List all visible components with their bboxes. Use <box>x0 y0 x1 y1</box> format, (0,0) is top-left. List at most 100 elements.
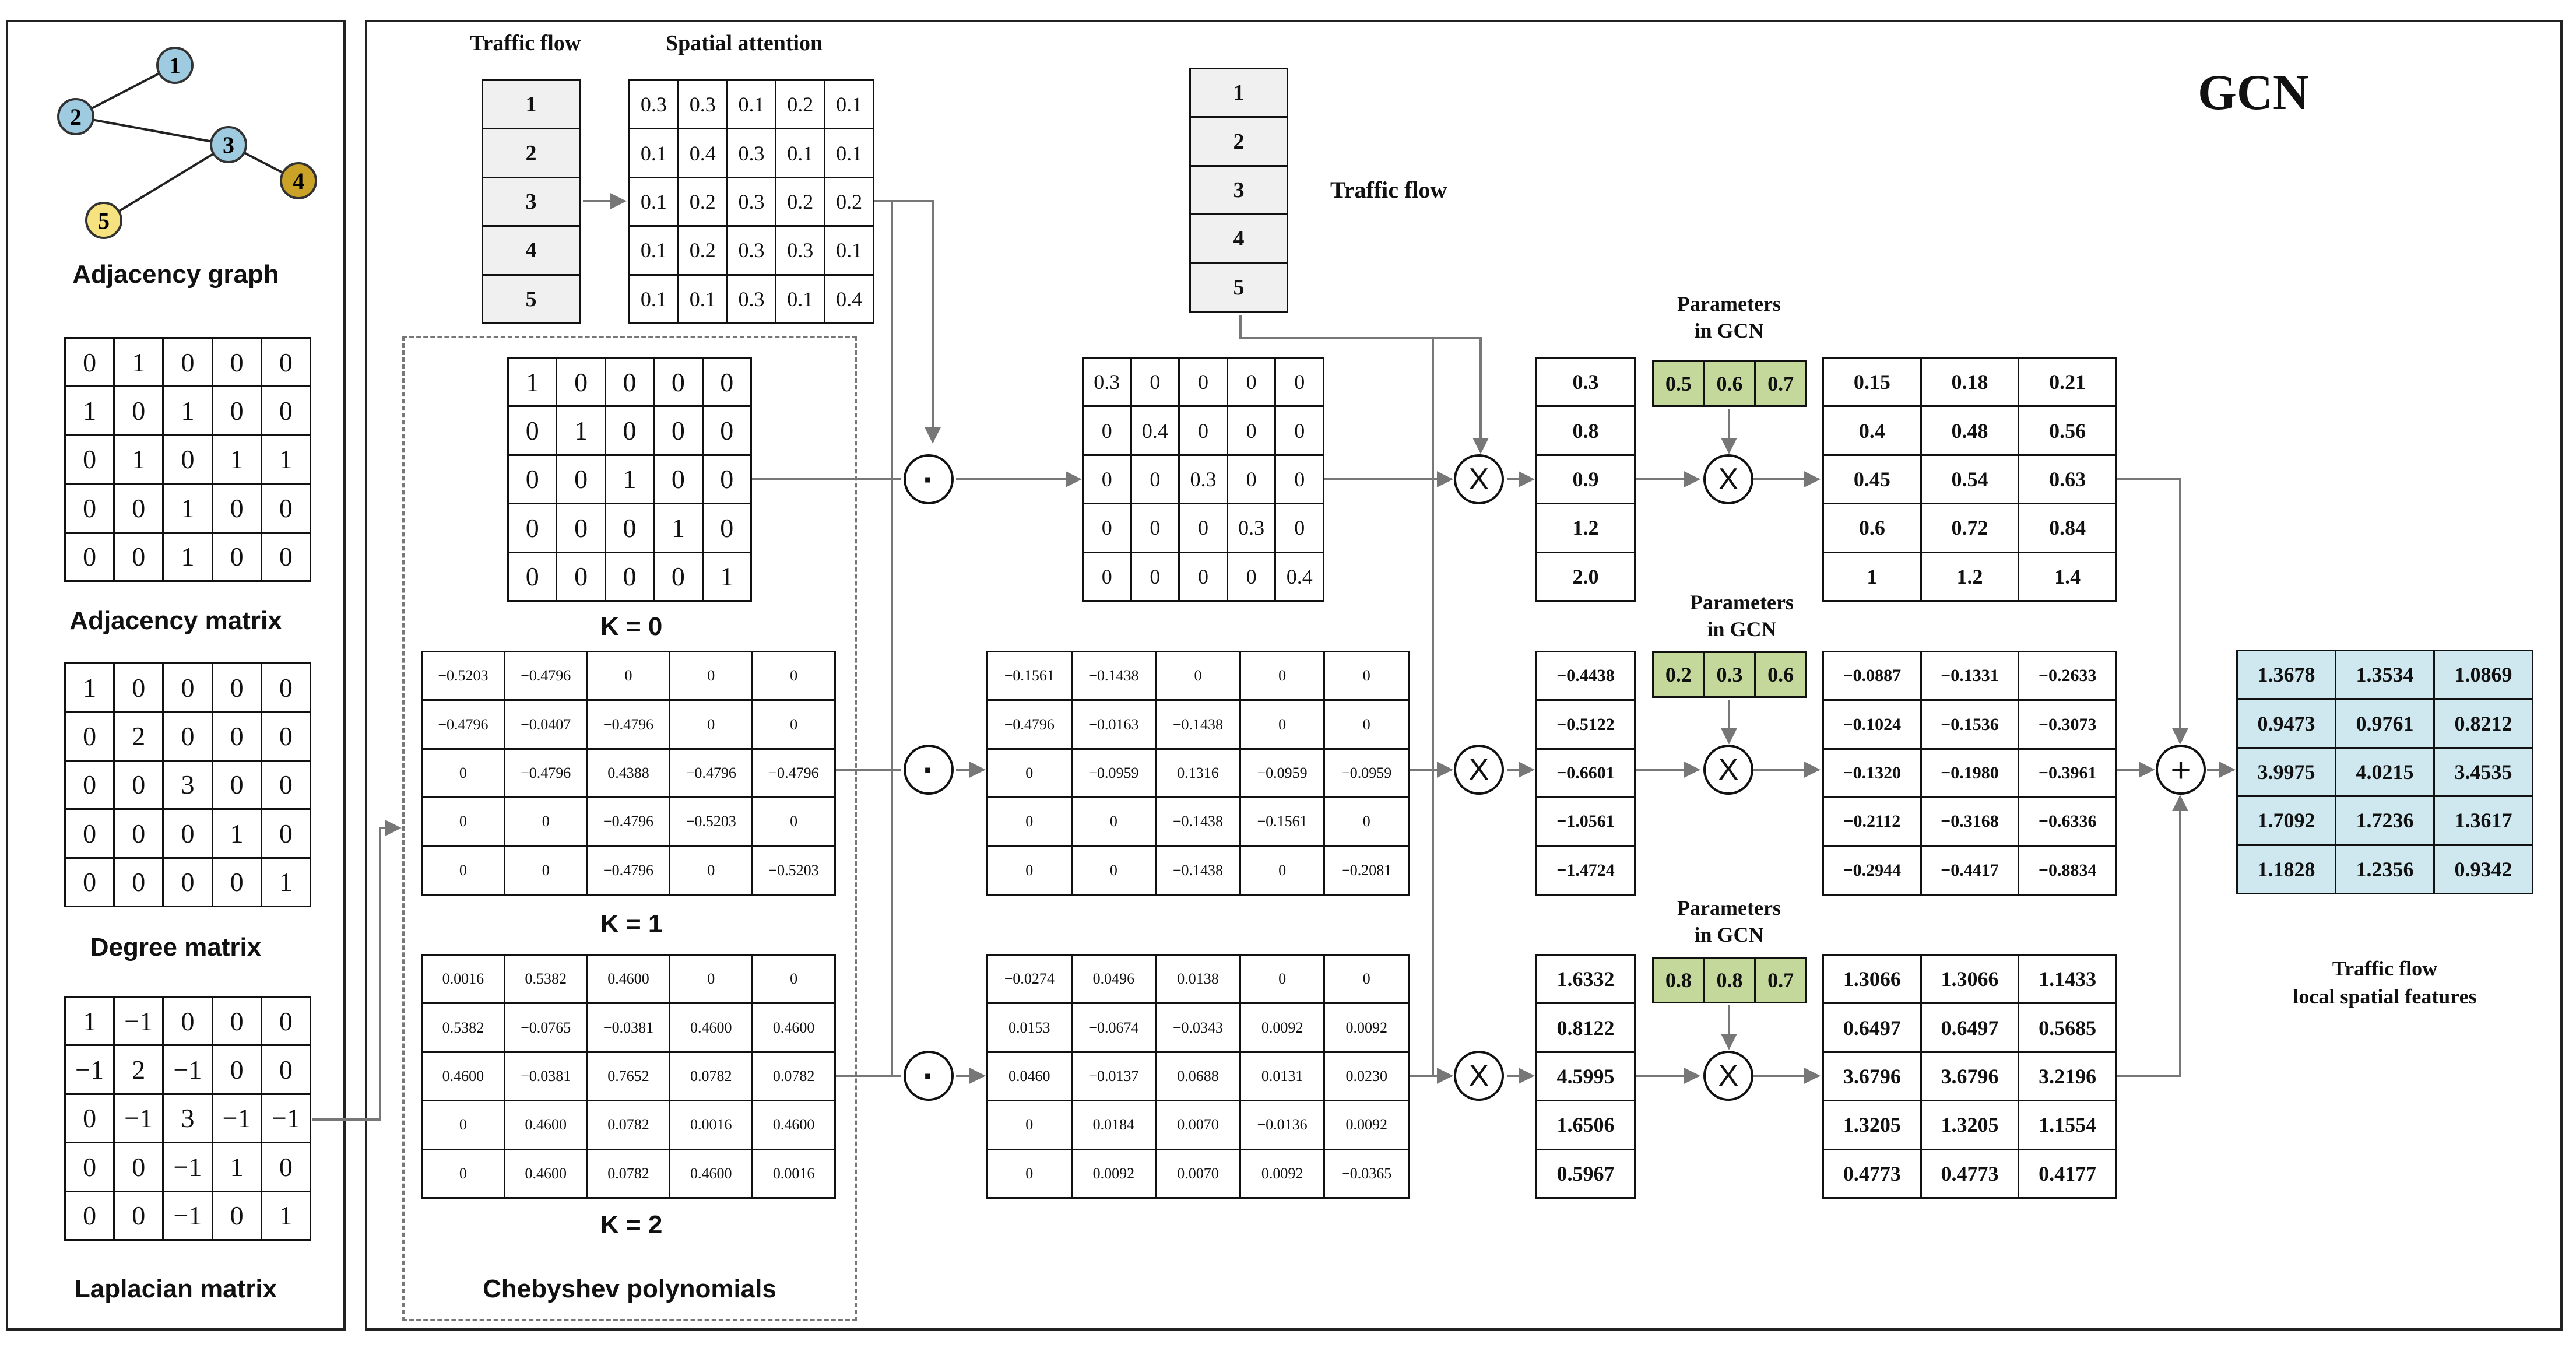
matrix-cell: 0 <box>260 1044 312 1095</box>
matrix-cell: 4.5995 <box>1535 1051 1636 1102</box>
matrix-cell: 0 <box>211 711 262 762</box>
matrix-row: 2 <box>1189 116 1288 167</box>
matrix-cell: 0 <box>260 662 312 713</box>
k0-label: K = 0 <box>600 612 663 641</box>
matrix-cell: 0.0782 <box>751 1051 836 1102</box>
matrix-cell: 0.3 <box>677 79 728 130</box>
matrix-row: −0.1024−0.1536−0.3073 <box>1822 699 2117 750</box>
multiply-operator-k2: X <box>1454 1051 1504 1101</box>
matrix-cell: 0 <box>162 336 213 388</box>
matrix-cell: 0.5382 <box>421 1002 505 1053</box>
matrix-cell: −0.0163 <box>1070 699 1157 750</box>
matrix-cell: 0.0092 <box>1070 1148 1157 1199</box>
matrix-cell: 0.3 <box>628 79 679 130</box>
matrix-cell: 0.4600 <box>669 1148 754 1199</box>
matrix-cell: 0 <box>604 551 655 602</box>
matrix-cell: −0.4796 <box>751 748 836 799</box>
matrix-cell: 1.6332 <box>1535 953 1636 1005</box>
matrix-cell: 0 <box>211 662 262 713</box>
matrix-cell: 0 <box>211 385 262 436</box>
matrix-cell: 0.3 <box>726 128 777 178</box>
node-label: 1 <box>169 52 181 79</box>
matrix-cell: 0 <box>556 454 606 505</box>
adjacency-matrix-caption: Adjacency matrix <box>69 606 282 635</box>
left-panel <box>6 20 346 1331</box>
matrix-cell: 0 <box>986 1100 1073 1150</box>
param-cell: 0.2 <box>1652 651 1705 698</box>
matrix-cell: 0 <box>986 845 1073 896</box>
params-label-k0-line2: in GCN <box>1694 319 1764 342</box>
matrix-cell: 0 <box>653 405 704 456</box>
matrix-cell: 5 <box>1189 262 1288 313</box>
matrix-cell: 0 <box>604 503 655 553</box>
matrix-cell: 0.0092 <box>1239 1148 1326 1199</box>
matrix-row: −1.4724 <box>1535 845 1636 896</box>
matrix-cell: −0.1536 <box>1920 699 2020 750</box>
chebyshev-box <box>402 336 857 1321</box>
matrix-cell: −0.0959 <box>1239 748 1326 799</box>
params-label-k0-line1: Parameters <box>1677 292 1781 315</box>
matrix-cell: 0.48 <box>1920 405 2020 456</box>
matrix-cell: 0 <box>586 650 671 701</box>
matrix-cell: 0.0070 <box>1155 1100 1241 1150</box>
params-label-k2-line1: Parameters <box>1677 896 1781 920</box>
matrix-cell: 1 <box>260 857 312 908</box>
matrix-cell: −0.0381 <box>503 1051 588 1102</box>
matrix-cell: 0.4600 <box>503 1100 588 1150</box>
param-multiply-operator-k2: X <box>1703 1051 1753 1101</box>
matrix-cell: 0 <box>421 796 505 847</box>
matrix-cell: 1.1828 <box>2236 844 2336 895</box>
matrix-cell: 0 <box>211 531 262 582</box>
matrix-cell: 5 <box>482 273 581 325</box>
matrix-cell: 0 <box>211 336 262 388</box>
edge-3-5 <box>103 143 230 222</box>
params-label-k1-line1: Parameters <box>1690 591 1794 614</box>
matrix-row: −1.0561 <box>1535 796 1636 847</box>
laplacian-matrix-caption: Laplacian matrix <box>74 1275 277 1303</box>
matrix-row: 5 <box>1189 262 1288 313</box>
matrix-cell: 0 <box>421 748 505 799</box>
matrix-cell: 0.0782 <box>669 1051 754 1102</box>
matrix-cell: 2 <box>113 1044 164 1095</box>
matrix-cell: 0 <box>701 503 753 553</box>
matrix-cell: −0.0365 <box>1323 1148 1410 1199</box>
matrix-cell: 0.0782 <box>586 1100 671 1150</box>
matrix-cell: −0.4438 <box>1535 650 1636 701</box>
matrix-cell: −1 <box>162 1142 213 1192</box>
matrix-cell: 2 <box>113 711 164 762</box>
matrix-cell: −1 <box>64 1044 115 1095</box>
matrix-cell: 0.8122 <box>1535 1002 1636 1053</box>
matrix-cell: −0.1438 <box>1155 845 1241 896</box>
op-symbol: X <box>1718 1059 1739 1093</box>
matrix-cell: 0 <box>669 845 754 896</box>
matrix-cell: 0.2 <box>677 176 728 227</box>
matrix-cell: 0.0230 <box>1323 1051 1410 1102</box>
matrix-cell: 0 <box>421 1100 505 1150</box>
matrix-cell: 0.9761 <box>2335 698 2435 749</box>
hadamard-operator-k0: · <box>904 454 954 504</box>
matrix-cell: 2 <box>482 128 581 178</box>
matrix-row: 0.8 <box>1535 405 1636 456</box>
traffic-flow-label: Traffic flow <box>470 31 581 55</box>
matrix-cell: 0 <box>162 662 213 713</box>
